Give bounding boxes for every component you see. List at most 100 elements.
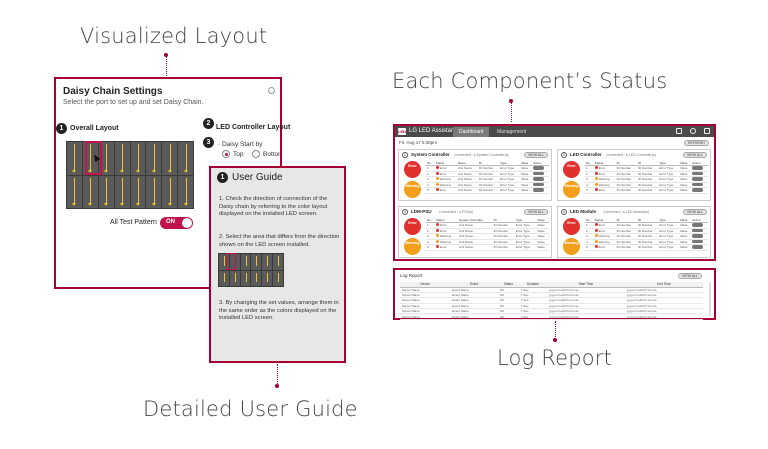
led-cell[interactable] [98,175,114,208]
step-number: 2 [203,118,214,129]
led-cell[interactable] [130,142,146,175]
col-header: Status [497,282,519,288]
status-box-ldm-psu: 3 LDM-PSU Connected : n-PSU(s) VIEW ALL … [398,206,552,258]
callout-visualized-layout: Visualized Layout [80,24,268,48]
led-cell[interactable] [146,175,162,208]
view-button[interactable] [533,188,545,192]
box-subtitle: Connected : s-LED Controller(s) [606,152,656,157]
led-cell[interactable] [130,175,146,208]
log-table: Device Event Status Duration Start Time … [400,282,703,320]
col-header: No. [585,160,594,166]
view-button[interactable] [692,228,704,232]
download-icon[interactable] [676,128,682,134]
led-cell[interactable] [146,142,162,175]
view-button[interactable] [692,245,704,249]
daisy-chain-title: Daisy Chain Settings [63,86,163,97]
view-all-button[interactable]: VIEW ALL [678,273,702,279]
view-all-button[interactable]: VIEW ALL [683,152,707,158]
col-header: Type [514,217,537,223]
error-badge: Error [563,161,580,178]
led-layout-grid[interactable] [66,141,194,209]
daisy-start-label: · Daisy Start by [218,141,263,148]
gear-icon[interactable] [690,128,696,134]
view-button[interactable] [692,177,704,181]
col-header: Type [658,217,679,223]
guide-number: 1 [217,172,228,183]
status-box-system-controller: 1 System Controller Connected : s-System… [398,149,552,201]
refresh-button[interactable]: REFRESH [684,140,709,146]
col-header: Action [691,217,708,223]
error-badge: Error [404,218,421,235]
view-button[interactable] [692,188,704,192]
radio-bottom[interactable] [252,150,260,158]
col-header: Type [499,160,520,166]
scrollbar[interactable] [709,282,711,316]
view-button[interactable] [692,182,704,186]
view-button[interactable] [533,177,545,181]
col-header: ID [637,160,659,166]
led-cell [251,270,262,286]
view-button[interactable] [533,182,545,186]
callout-dot [275,384,279,388]
led-cell[interactable] [178,175,193,208]
view-all-button[interactable]: VIEW ALL [683,209,707,215]
led-cell [240,270,251,286]
led-cell[interactable] [178,142,193,175]
led-cell[interactable] [162,175,178,208]
test-pattern-toggle[interactable]: ON [160,217,193,229]
log-report-window: Log Report VIEW ALL Device Event Status … [393,268,716,320]
led-cell[interactable] [114,142,130,175]
col-header: Event [450,282,498,288]
view-button[interactable] [692,223,704,227]
led-cell[interactable] [114,175,130,208]
led-cell[interactable] [162,142,178,175]
tab-management[interactable]: Management [497,129,527,135]
app-title: LG LED Assistant [409,128,457,134]
view-button[interactable] [533,166,545,170]
app-header: LED LG LED Assistant Dashboard Managemen… [395,126,714,137]
col-header: No. [585,217,594,223]
led-cell[interactable] [98,142,114,175]
col-header: Value [678,160,692,166]
led-cell[interactable] [67,175,82,208]
view-button[interactable] [692,171,704,175]
col-header: ID [637,217,659,223]
close-icon[interactable] [268,87,275,94]
col-header: ID [615,217,637,223]
led-cell[interactable] [67,142,82,175]
radio-top-label: Top [233,151,244,158]
status-box-led-module: 4 LED Module Connected : s-LED Module(s)… [557,206,711,258]
box-subtitle: Connected : s-LED Module(s) [603,209,650,214]
box-number: 2 [561,152,567,158]
view-button[interactable] [692,234,704,238]
led-cell[interactable] [82,175,98,208]
tab-dashboard[interactable]: Dashboard [453,127,490,137]
radio-top[interactable] [222,150,230,158]
view-button[interactable] [692,239,704,243]
callout-connector [555,321,556,341]
status-box-led-controller: 2 LED Controller Connected : s-LED Contr… [557,149,711,201]
box-subtitle: Connected : s-System Controller(s) [454,152,509,157]
view-all-button[interactable]: VIEW ALL [524,152,548,158]
col-header: Status [593,217,616,223]
led-cell [273,254,283,270]
guide-example-grid [218,253,284,287]
view-button[interactable] [533,171,545,175]
logout-icon[interactable] [704,128,710,134]
view-button[interactable] [692,166,704,170]
col-header: Action [532,160,549,166]
view-all-button[interactable]: VIEW ALL [524,209,548,215]
